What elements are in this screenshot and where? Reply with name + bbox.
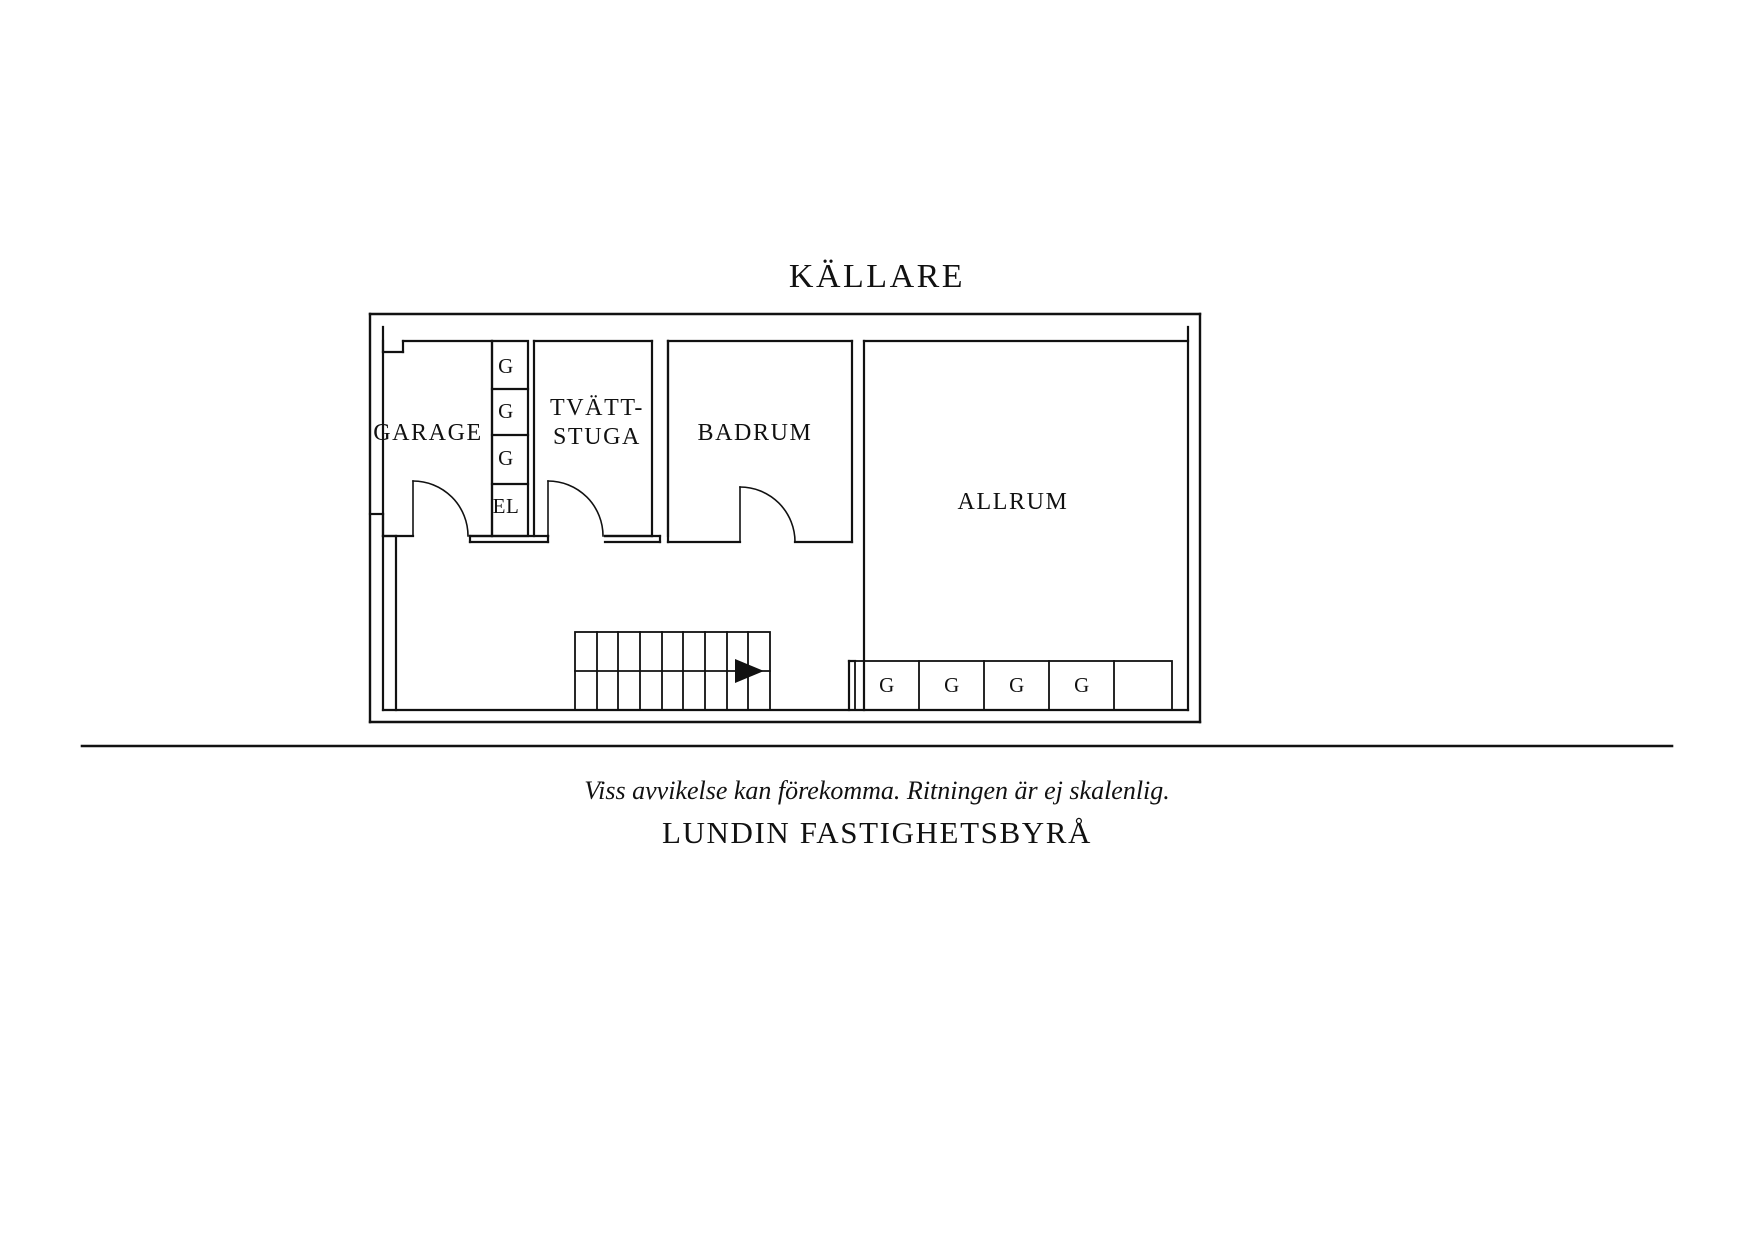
stairs-direction-arrow: [735, 659, 764, 683]
storage-cell-g-2: G: [944, 673, 960, 697]
storage-cell-g-4: G: [1074, 673, 1090, 697]
closet-cell-g-1: G: [498, 354, 514, 378]
brand-name: LUNDIN FASTIGHETSBYRÅ: [661, 815, 1092, 850]
room-label-allrum: ALLRUM: [957, 489, 1069, 515]
storage-row-connector: [847, 659, 857, 712]
left-wall-step: [368, 512, 398, 712]
storage-cell-g-1: G: [879, 673, 895, 697]
garage-door: [412, 480, 469, 537]
closet-cell-el: EL: [492, 494, 520, 518]
tvattstuga-door: [547, 480, 604, 537]
room-label-tvattstuga: TVÄTT- STUGA: [549, 395, 645, 451]
storage-cell-g-3: G: [1009, 673, 1025, 697]
stairs: [574, 631, 771, 711]
garage-top-notch: [381, 339, 494, 354]
closet-cell-g-3: G: [498, 446, 514, 470]
closet-cell-g-2: G: [498, 399, 514, 423]
room-label-badrum: BADRUM: [697, 420, 813, 446]
tvattstuga-bottom-wall: [603, 534, 662, 544]
room-label-garage: GARAGE: [373, 420, 483, 446]
badrum-door: [739, 486, 796, 543]
page-title: KÄLLARE: [788, 258, 966, 295]
closet-corridor-bottom: [468, 534, 550, 544]
disclaimer-text: Viss avvikelse kan förekomma. Ritningen …: [584, 776, 1170, 805]
